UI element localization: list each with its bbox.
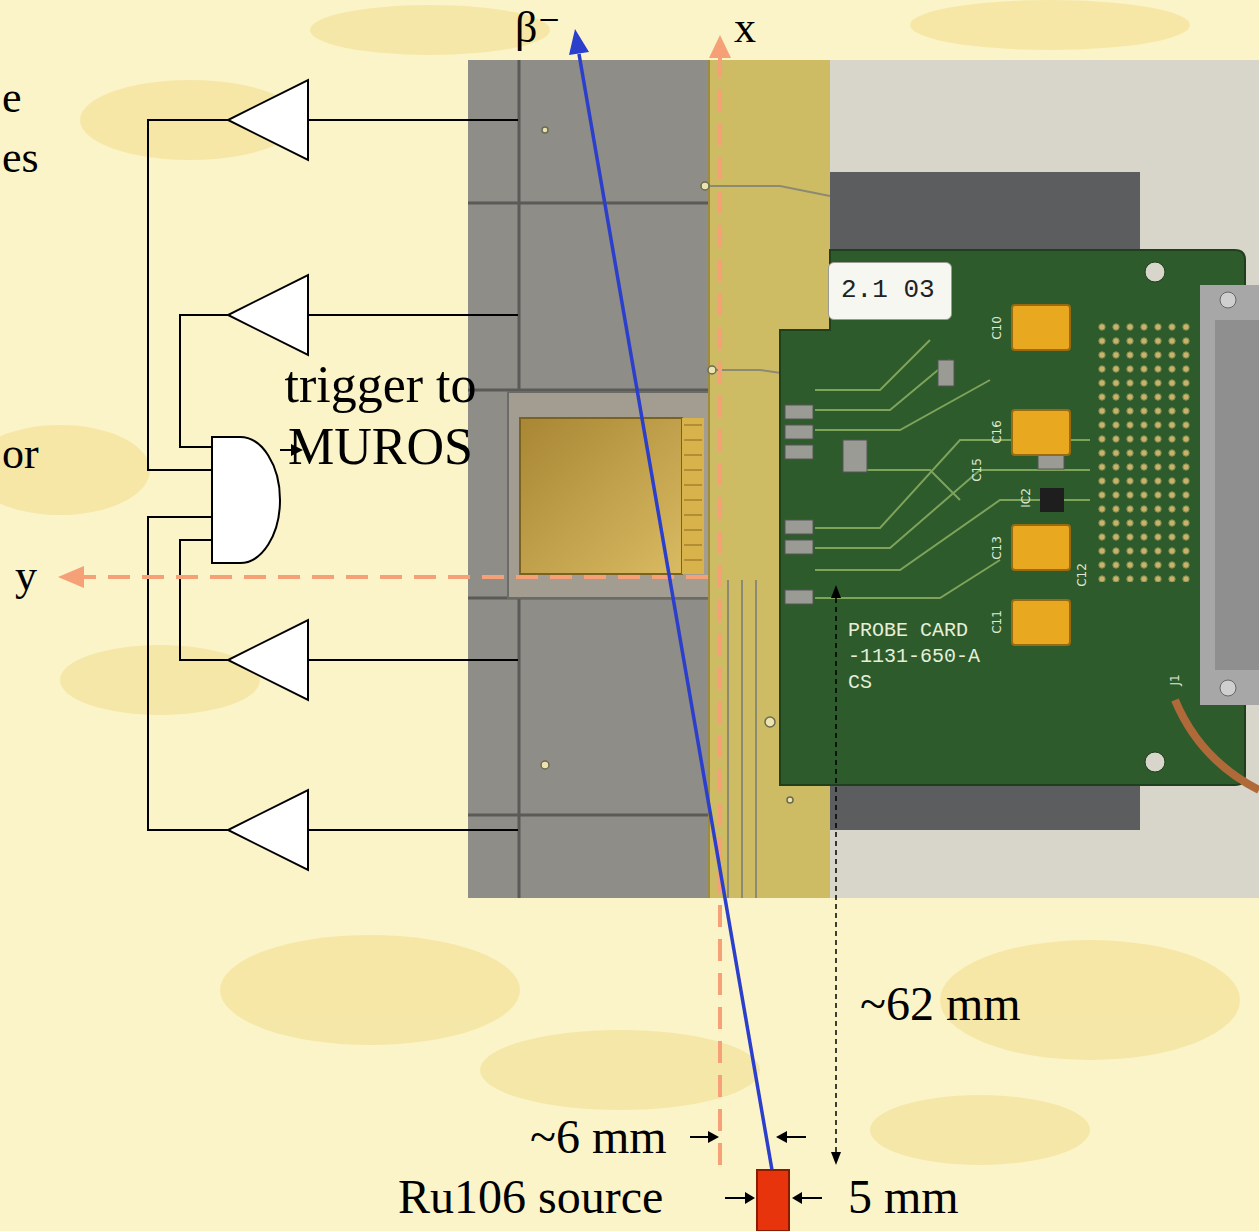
part-label: J1: [1168, 674, 1182, 685]
part-label: C16: [990, 420, 1004, 444]
cut-text: or: [2, 428, 39, 481]
part-label: C12: [1075, 563, 1089, 587]
source-label: Ru106 source: [398, 1168, 663, 1226]
dimension: ~6 mm: [530, 1108, 667, 1166]
dimension: 5 mm: [848, 1168, 959, 1226]
axis-label: x: [734, 2, 756, 55]
cut-text: e: [2, 72, 22, 125]
part-label: C15: [970, 458, 984, 482]
probe-card: PROBE CARD -1131-650-A CS 2.1 03: [780, 250, 1245, 785]
board-sticker: 2.1 03: [828, 262, 952, 320]
sticker-text: 2.1 03: [841, 275, 935, 306]
axis-label: y: [15, 550, 37, 603]
trigger-note: trigger to MUROS: [283, 354, 478, 479]
part-label: C13: [990, 536, 1004, 560]
part-label: IC2: [1019, 488, 1033, 508]
part-label: C11: [990, 610, 1004, 634]
board-marking: PROBE CARD -1131-650-A CS: [848, 618, 988, 696]
axis-label: β⁻: [515, 2, 561, 55]
dimension: ~62 mm: [860, 975, 1021, 1033]
part-label: C10: [990, 316, 1004, 340]
cut-text: es: [2, 132, 39, 185]
